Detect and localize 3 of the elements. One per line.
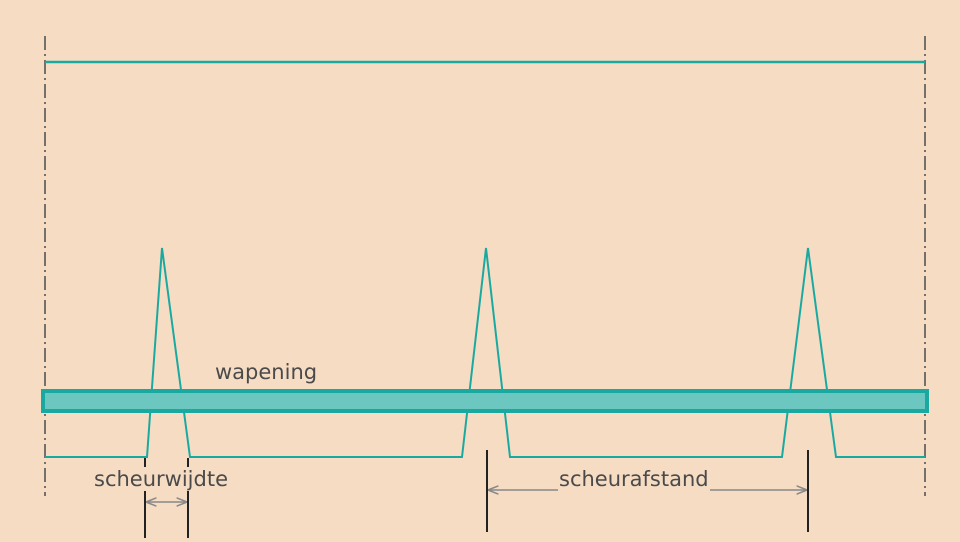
part-label: scheurafstand xyxy=(558,467,710,491)
part-label: wapening xyxy=(214,360,318,384)
part-label: scheurwijdte xyxy=(93,467,229,491)
